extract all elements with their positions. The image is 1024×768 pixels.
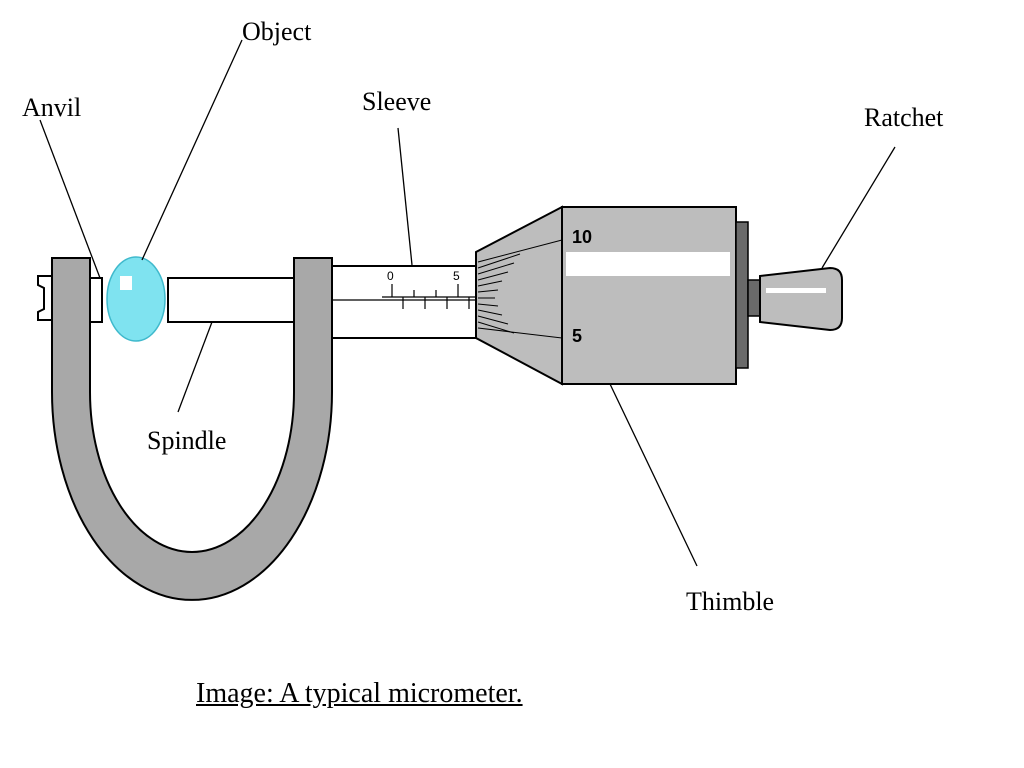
anvil (37, 275, 53, 321)
spindle (167, 277, 295, 323)
anvil-leader (39, 119, 101, 279)
thimble-scale-five: 5 (572, 326, 582, 346)
sleeve-label: Sleeve (362, 87, 431, 116)
thimble-leader (609, 383, 698, 567)
spindle-leader (177, 321, 213, 413)
thimble-graduations (477, 239, 563, 339)
thimble-end-cap (735, 221, 749, 369)
object-label: Object (242, 17, 312, 46)
object-leader (141, 39, 243, 261)
sleeve-scale-zero: 0 (387, 269, 394, 283)
object (106, 256, 166, 342)
thimble-label: Thimble (686, 587, 774, 616)
thimble-scale-ten: 10 (572, 227, 592, 247)
thimble (561, 206, 737, 385)
ratchet-leader (821, 146, 896, 269)
thimble-cone (475, 205, 563, 386)
thimble-highlight (566, 252, 730, 276)
sleeve-ticks (391, 284, 470, 309)
sleeve-leader (397, 127, 413, 266)
figure-caption: Image: A typical micrometer. (196, 678, 523, 709)
ratchet-highlight (766, 288, 826, 293)
spindle-label: Spindle (147, 426, 226, 455)
anvil-label: Anvil (22, 93, 81, 122)
frame (51, 257, 333, 601)
sleeve-scale-five: 5 (453, 269, 460, 283)
object-highlight (120, 276, 132, 290)
ratchet-label: Ratchet (864, 103, 944, 132)
ratchet (759, 266, 843, 332)
anvil-tip (89, 277, 103, 323)
ratchet-collar (747, 279, 761, 317)
